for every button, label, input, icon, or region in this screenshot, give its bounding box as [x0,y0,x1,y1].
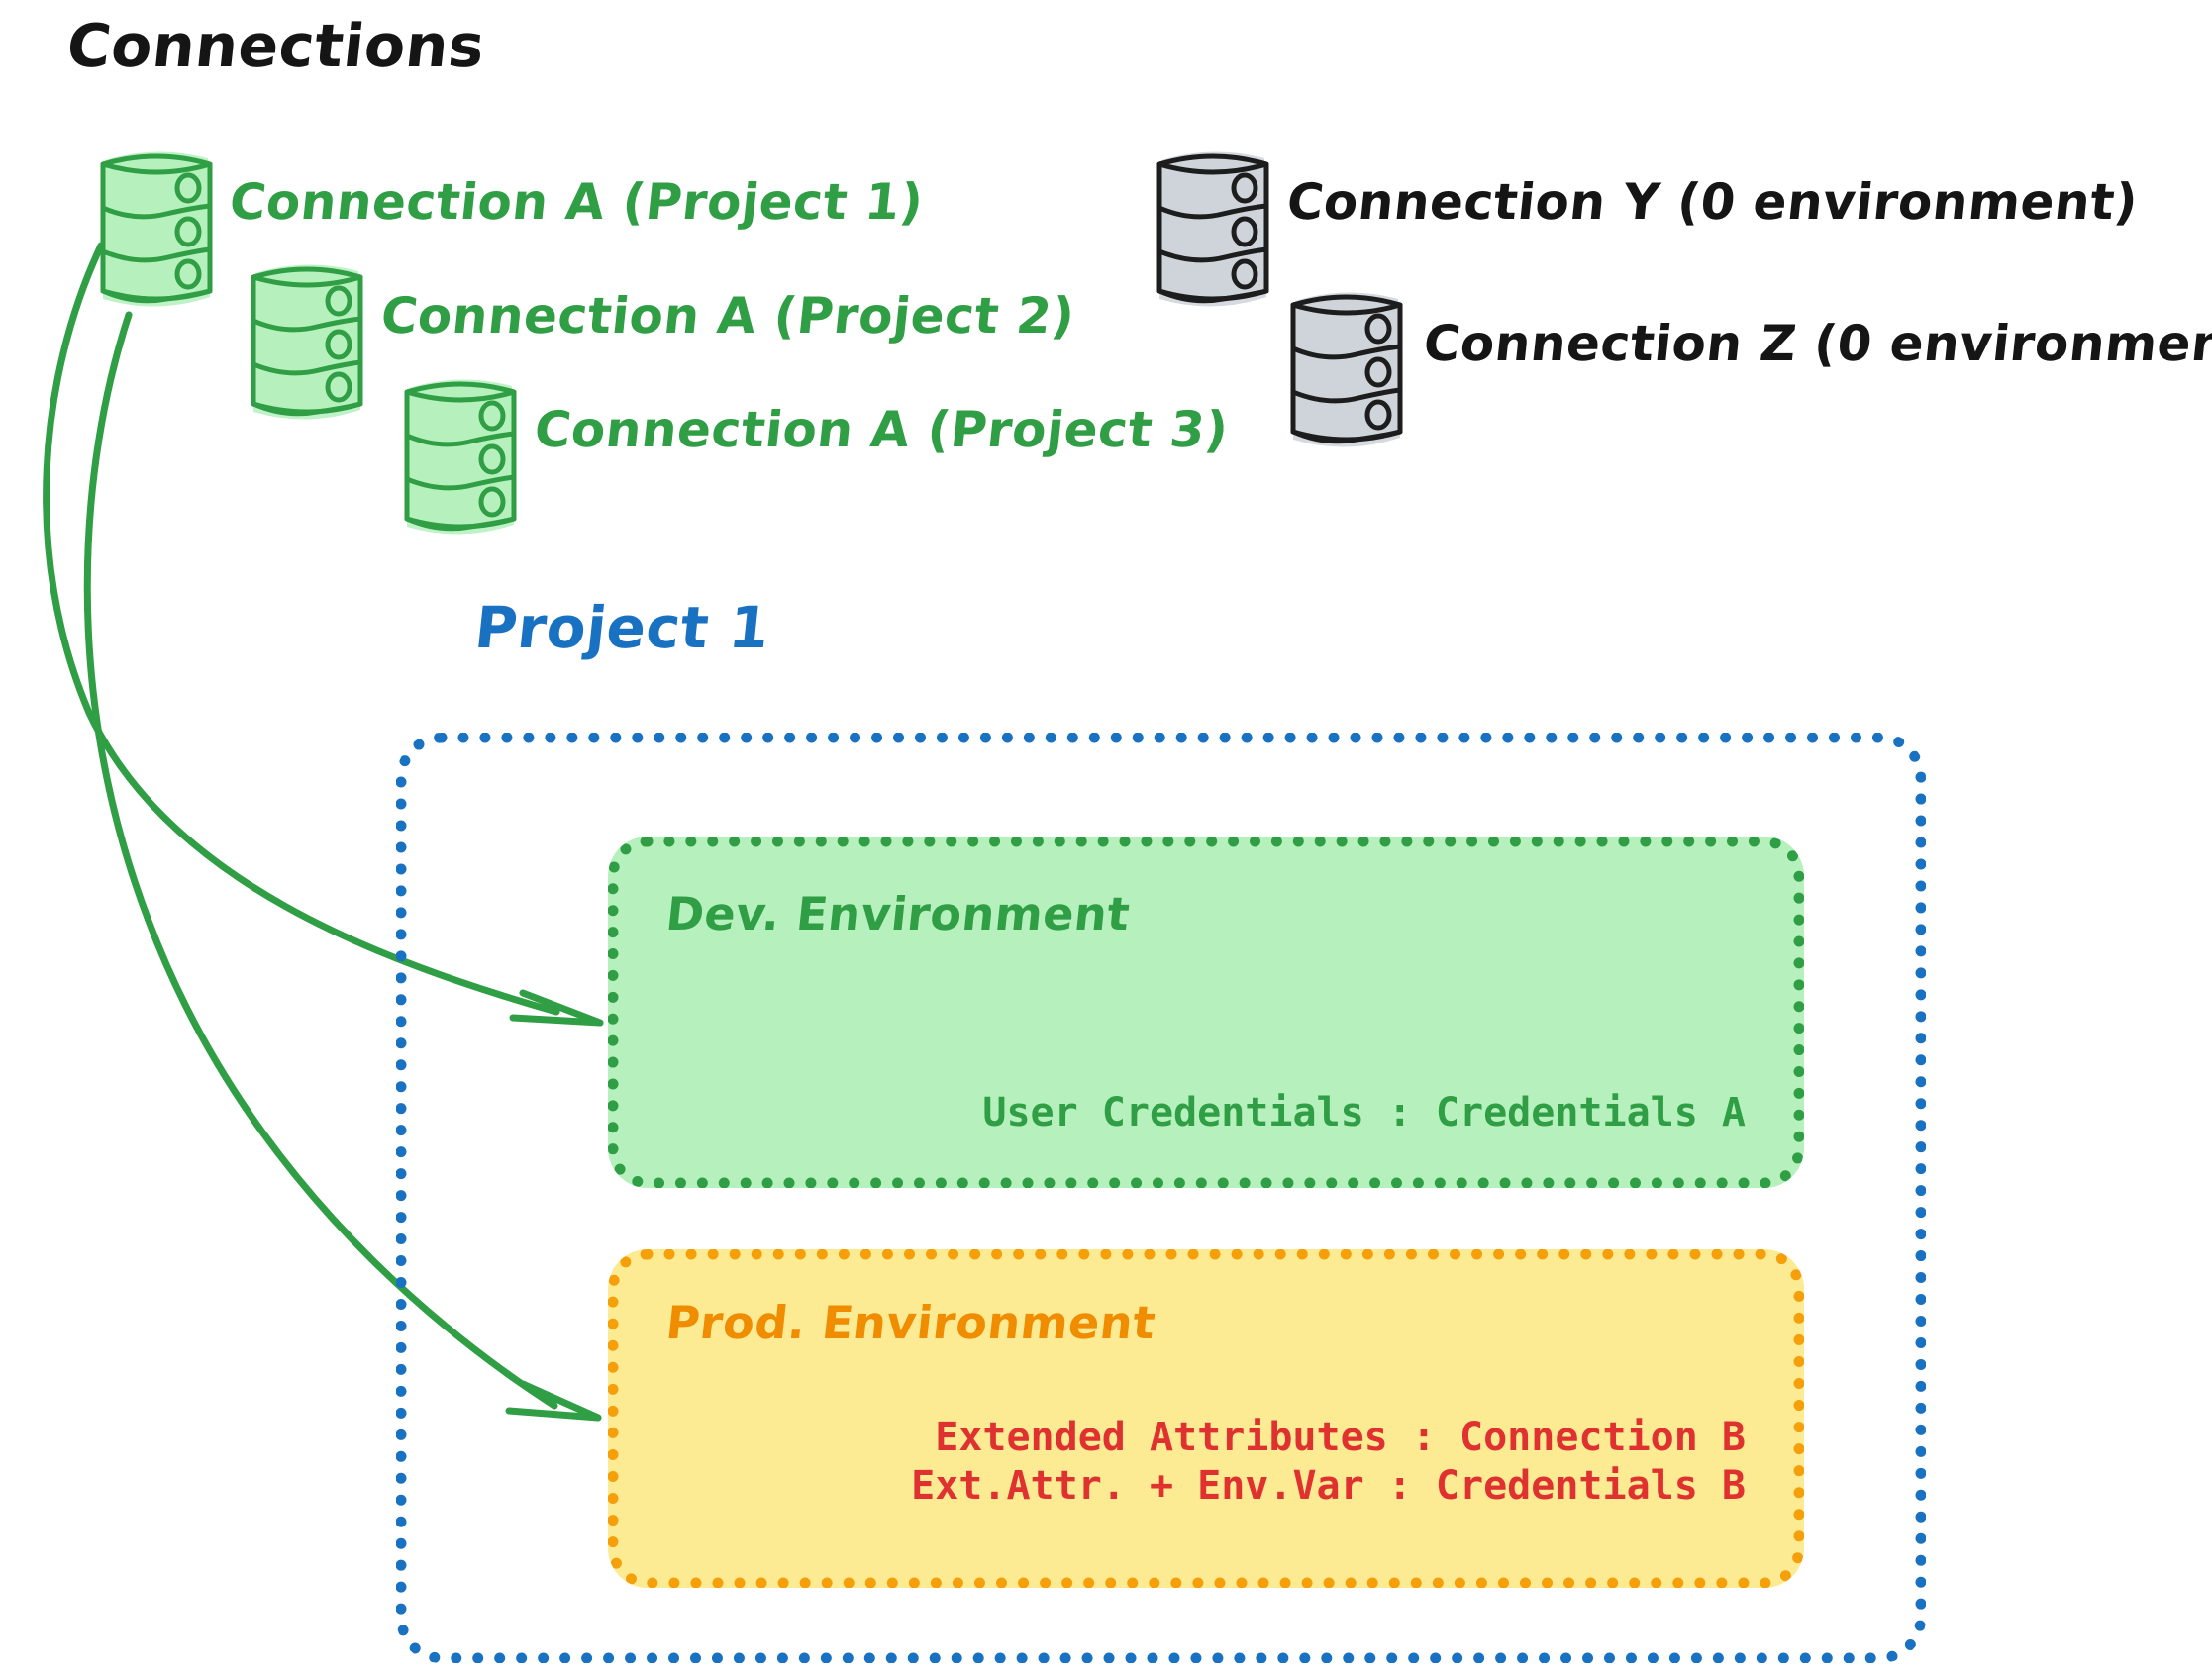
database-cylinder-icon [407,379,514,534]
project-container [396,733,1926,1663]
connection-label-a-project-3: Connection A (Project 3) [531,401,1232,458]
database-cylinder-icon [103,151,210,306]
connection-label-a-project-2: Connection A (Project 2) [377,287,1078,345]
dev-environment-credentials: User Credentials : Credentials A [982,1090,1746,1135]
prod-environment-title: Prod. Environment [663,1296,1158,1349]
dev-environment-box[interactable]: Dev. Environment User Credentials : Cred… [608,837,1804,1188]
prod-environment-line-2: Ext.Attr. + Env.Var : Credentials B [911,1462,1746,1509]
connection-label-a-project-1: Connection A (Project 1) [226,173,927,231]
prod-environment-line-1: Extended Attributes : Connection B [935,1415,1746,1460]
connection-label-z: Connection Z (0 environment) [1420,315,2212,372]
connection-label-y: Connection Y (0 environment) [1283,173,2142,231]
prod-environment-attributes: Extended Attributes : Connection B Ext.A… [911,1414,1746,1511]
page-title: Connections [63,12,489,81]
database-cylinder-icon [1159,151,1266,306]
project-title: Project 1 [471,594,773,661]
database-cylinder-icon [253,264,360,419]
dev-environment-title: Dev. Environment [663,887,1133,940]
prod-environment-box[interactable]: Prod. Environment Extended Attributes : … [608,1249,1804,1588]
database-cylinder-icon [1293,292,1400,446]
